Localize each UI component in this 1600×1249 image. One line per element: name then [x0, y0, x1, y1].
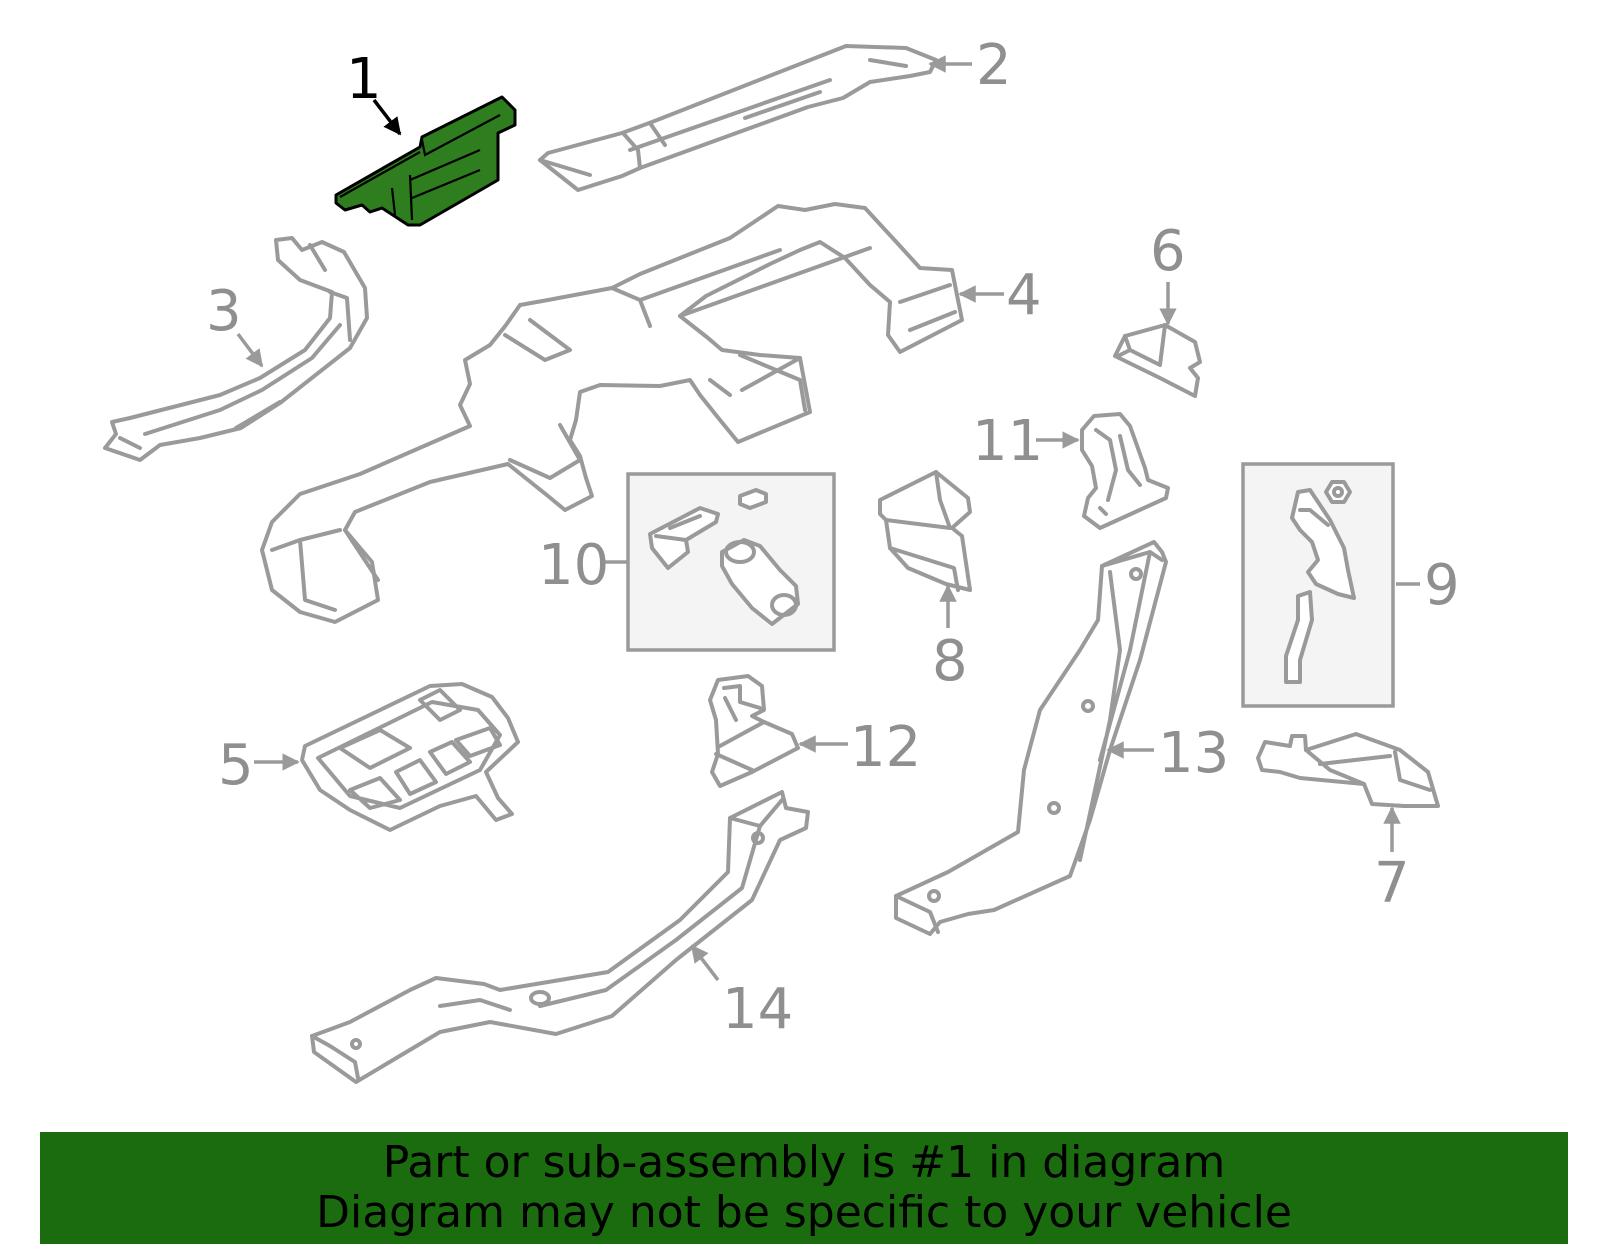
- callout-10[interactable]: 10: [538, 533, 609, 598]
- part-4-main-duct[interactable]: [260, 202, 964, 624]
- part-5-bracket[interactable]: [300, 682, 520, 832]
- part-6-clip[interactable]: [1113, 323, 1202, 398]
- callout-7[interactable]: 7: [1374, 851, 1410, 916]
- callout-4[interactable]: 4: [1006, 263, 1042, 328]
- callout-14[interactable]: 14: [722, 977, 793, 1042]
- callout-13[interactable]: 13: [1158, 721, 1229, 786]
- part-14-duct[interactable]: [310, 790, 810, 1084]
- part-2-duct[interactable]: [538, 44, 938, 192]
- part-7-duct[interactable]: [1256, 732, 1440, 808]
- part-13-duct[interactable]: [894, 540, 1168, 936]
- part-11-bracket[interactable]: [1080, 412, 1170, 530]
- part-1-highlighted[interactable]: [334, 95, 517, 227]
- part-12-duct[interactable]: [708, 674, 800, 788]
- banner-line-1: Part or sub-assembly is #1 in diagram: [382, 1137, 1226, 1188]
- callout-1[interactable]: 1: [346, 47, 382, 112]
- callout-2[interactable]: 2: [976, 33, 1012, 98]
- part-9-kit[interactable]: [1284, 480, 1356, 684]
- callout-6[interactable]: 6: [1150, 219, 1186, 284]
- callout-5[interactable]: 5: [218, 733, 254, 798]
- callout-3[interactable]: 3: [206, 279, 242, 344]
- callout-11[interactable]: 11: [972, 409, 1043, 474]
- part-8-duct[interactable]: [878, 470, 972, 592]
- callout-8[interactable]: 8: [932, 629, 968, 694]
- part-10-kit[interactable]: [648, 488, 800, 626]
- banner-line-2: Diagram may not be specific to your vehi…: [316, 1187, 1292, 1238]
- info-banner: Part or sub-assembly is #1 in diagram Di…: [40, 1132, 1568, 1244]
- callout-9[interactable]: 9: [1424, 553, 1460, 618]
- part-3-duct[interactable]: [103, 236, 369, 462]
- callout-12[interactable]: 12: [850, 715, 921, 780]
